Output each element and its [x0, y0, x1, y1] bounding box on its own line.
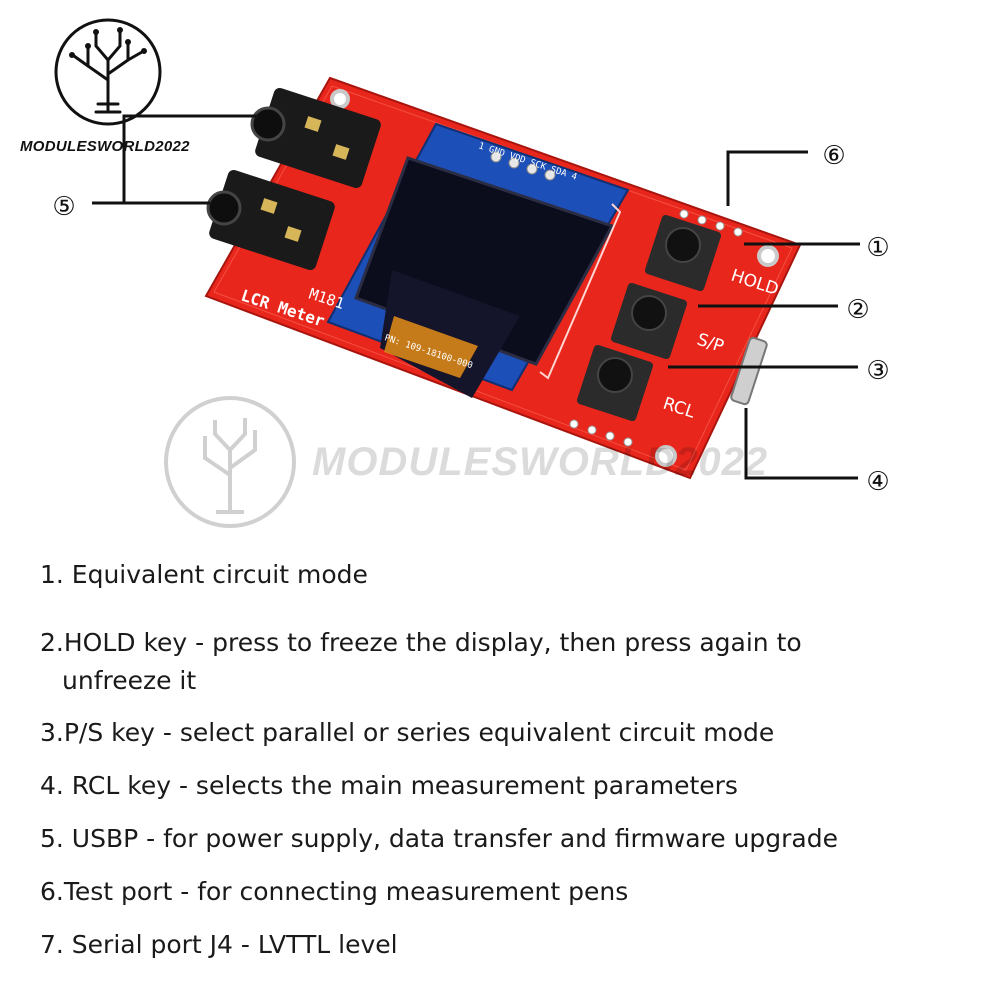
- callout-5: ⑤: [52, 192, 75, 222]
- watermark-text: MODULESWORLD2022: [312, 440, 769, 484]
- feature-item-5: 5. USBP - for power supply, data transfe…: [40, 824, 838, 853]
- button-hold: [644, 214, 722, 292]
- feature-item-2-line-1: 2.HOLD key - press to freeze the display…: [40, 628, 802, 657]
- test-port-jacks: [206, 88, 381, 270]
- product-figure: M181 LCR Meter 1 GND VDD SCK SDA 4 PN: 1…: [52, 18, 890, 528]
- watermark-logo-icon: [164, 396, 296, 528]
- button-rcl: [576, 344, 654, 422]
- callout-1: ①: [866, 233, 889, 263]
- tree-logo-icon: [54, 18, 162, 126]
- callout-3: ③: [866, 356, 889, 386]
- button-sp: [610, 282, 688, 360]
- feature-item-4: 4. RCL key - selects the main measuremen…: [40, 771, 738, 800]
- brand-logo-text: MODULESWORLD2022: [20, 138, 190, 155]
- callout-6: ⑥: [822, 141, 845, 171]
- feature-item-1: 1. Equivalent circuit mode: [40, 560, 368, 589]
- callout-2: ②: [846, 295, 869, 325]
- feature-list: 1. Equivalent circuit mode 2.HOLD key - …: [40, 556, 970, 964]
- lcr-meter-board: M181 LCR Meter 1 GND VDD SCK SDA 4 PN: 1…: [204, 76, 802, 480]
- feature-item-3: 3.P/S key - select parallel or series eq…: [40, 718, 775, 747]
- feature-item-2: 2.HOLD key - press to freeze the display…: [40, 624, 970, 700]
- feature-item-7: 7. Serial port J4 - LVTTL level: [40, 930, 398, 959]
- feature-item-2-line-2: unfreeze it: [62, 666, 197, 695]
- feature-item-6: 6.Test port - for connecting measurement…: [40, 877, 629, 906]
- callout-4: ④: [866, 467, 889, 497]
- callout-leader-lines: [92, 114, 860, 480]
